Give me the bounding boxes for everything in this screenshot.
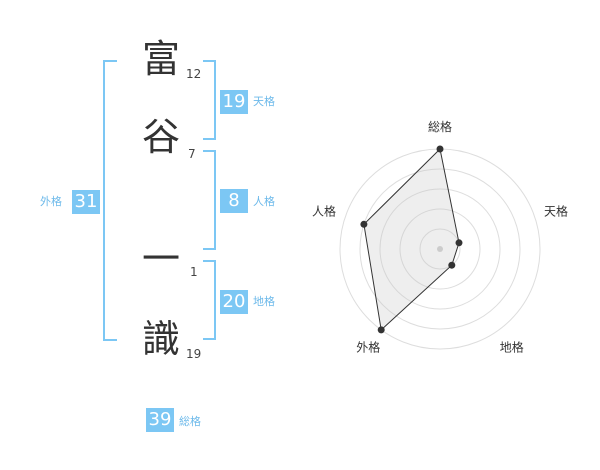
- jinkaku-label: 人格: [253, 195, 275, 208]
- radar-area: [363, 147, 460, 331]
- chikaku-badge: 20: [220, 290, 248, 314]
- radar-ring: [359, 168, 521, 330]
- gaikaku-label: 外格: [40, 195, 62, 208]
- radar-point-4: [377, 326, 385, 334]
- name-char-4: 識: [142, 317, 181, 361]
- radar-center-dot: [437, 246, 443, 252]
- radar-axis-label-4: 外格: [356, 340, 380, 355]
- stroke-count-1: 12: [186, 67, 202, 81]
- radar-ring: [379, 188, 501, 310]
- stroke-count-3: 1: [190, 265, 198, 279]
- name-char-2: 谷: [142, 115, 181, 159]
- radar-ring: [399, 208, 481, 290]
- name-char-1: 富: [142, 37, 181, 81]
- gaikaku-bracket: [103, 60, 117, 341]
- radar-point-1: [436, 145, 444, 153]
- radar-point-5: [360, 220, 368, 228]
- chikaku-bracket: [203, 260, 216, 340]
- radar-point-3: [448, 261, 456, 269]
- soukaku-label: 総格: [179, 415, 201, 428]
- gaikaku-badge: 31: [72, 190, 100, 214]
- soukaku-badge: 39: [146, 408, 174, 432]
- chikaku-label: 地格: [253, 295, 275, 308]
- tenkaku-bracket: [203, 60, 216, 140]
- radar-axis-label-2: 天格: [544, 203, 568, 218]
- tenkaku-label: 天格: [253, 95, 275, 108]
- radar-axis-label-1: 総格: [428, 119, 452, 134]
- radar-ring: [419, 228, 461, 270]
- radar-axis-label-5: 人格: [312, 203, 336, 218]
- radar-axis-label-3: 地格: [500, 340, 524, 355]
- radar-point-2: [455, 239, 463, 247]
- stroke-count-4: 19: [186, 347, 202, 361]
- stroke-count-2: 7: [188, 147, 196, 161]
- jinkaku-badge: 8: [220, 189, 248, 213]
- name-char-3: 一: [142, 237, 181, 281]
- jinkaku-bracket: [203, 150, 216, 250]
- tenkaku-badge: 19: [220, 90, 248, 114]
